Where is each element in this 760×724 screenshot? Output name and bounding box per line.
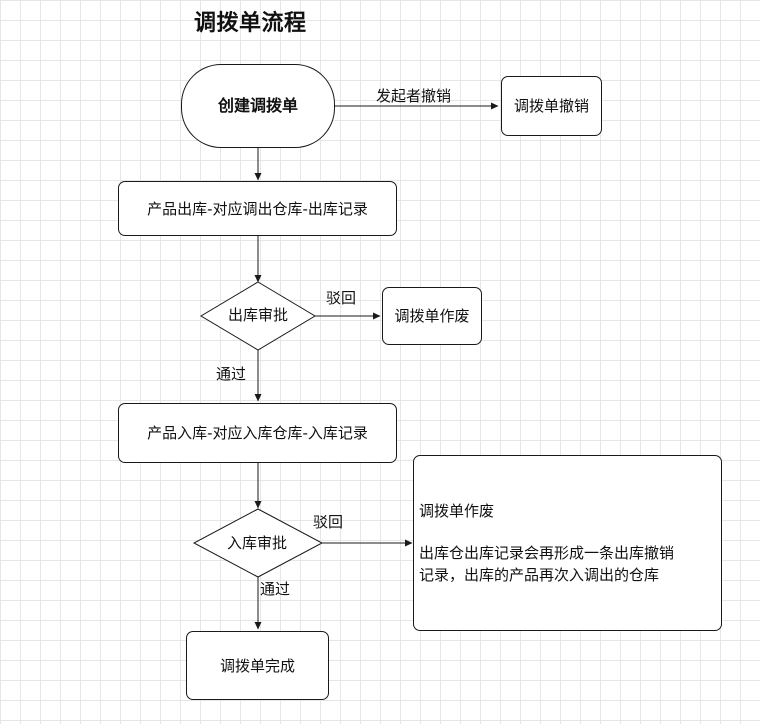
edge-label-pass-outbound: 通过 [216,365,247,383]
note-spacer [419,522,715,542]
node-inbound: 产品入库-对应入库仓库-入库记录 [118,403,397,463]
note-line-1: 出库仓出库记录会再形成一条出库撤销 [419,544,675,562]
note-title: 调拨单作废 [419,502,495,520]
note-void-explanation: 调拨单作废 出库仓出库记录会再形成一条出库撤销 记录，出库的产品再次入调出的仓库 [413,455,722,631]
outbound-review-label: 出库审批 [228,306,289,324]
end-node-transfer-complete: 调拨单完成 [186,631,329,700]
note-line-2: 记录，出库的产品再次入调出的仓库 [419,566,660,584]
diagram-title: 调拨单流程 [194,11,307,36]
edge-label-reject-outbound: 驳回 [326,289,357,307]
node-outbound: 产品出库-对应调出仓库-出库记录 [118,181,397,236]
edge-label-initiator-revoke: 发起者撤销 [376,87,452,105]
inbound-review-label: 入库审批 [227,534,288,552]
edge-label-pass-inbound: 通过 [260,580,291,598]
start-node-create-transfer: 创建调拨单 [181,64,335,148]
node-transfer-voided: 调拨单作废 [382,287,482,345]
edge-label-reject-inbound: 驳回 [313,513,344,531]
node-transfer-revoked: 调拨单撤销 [501,76,602,136]
